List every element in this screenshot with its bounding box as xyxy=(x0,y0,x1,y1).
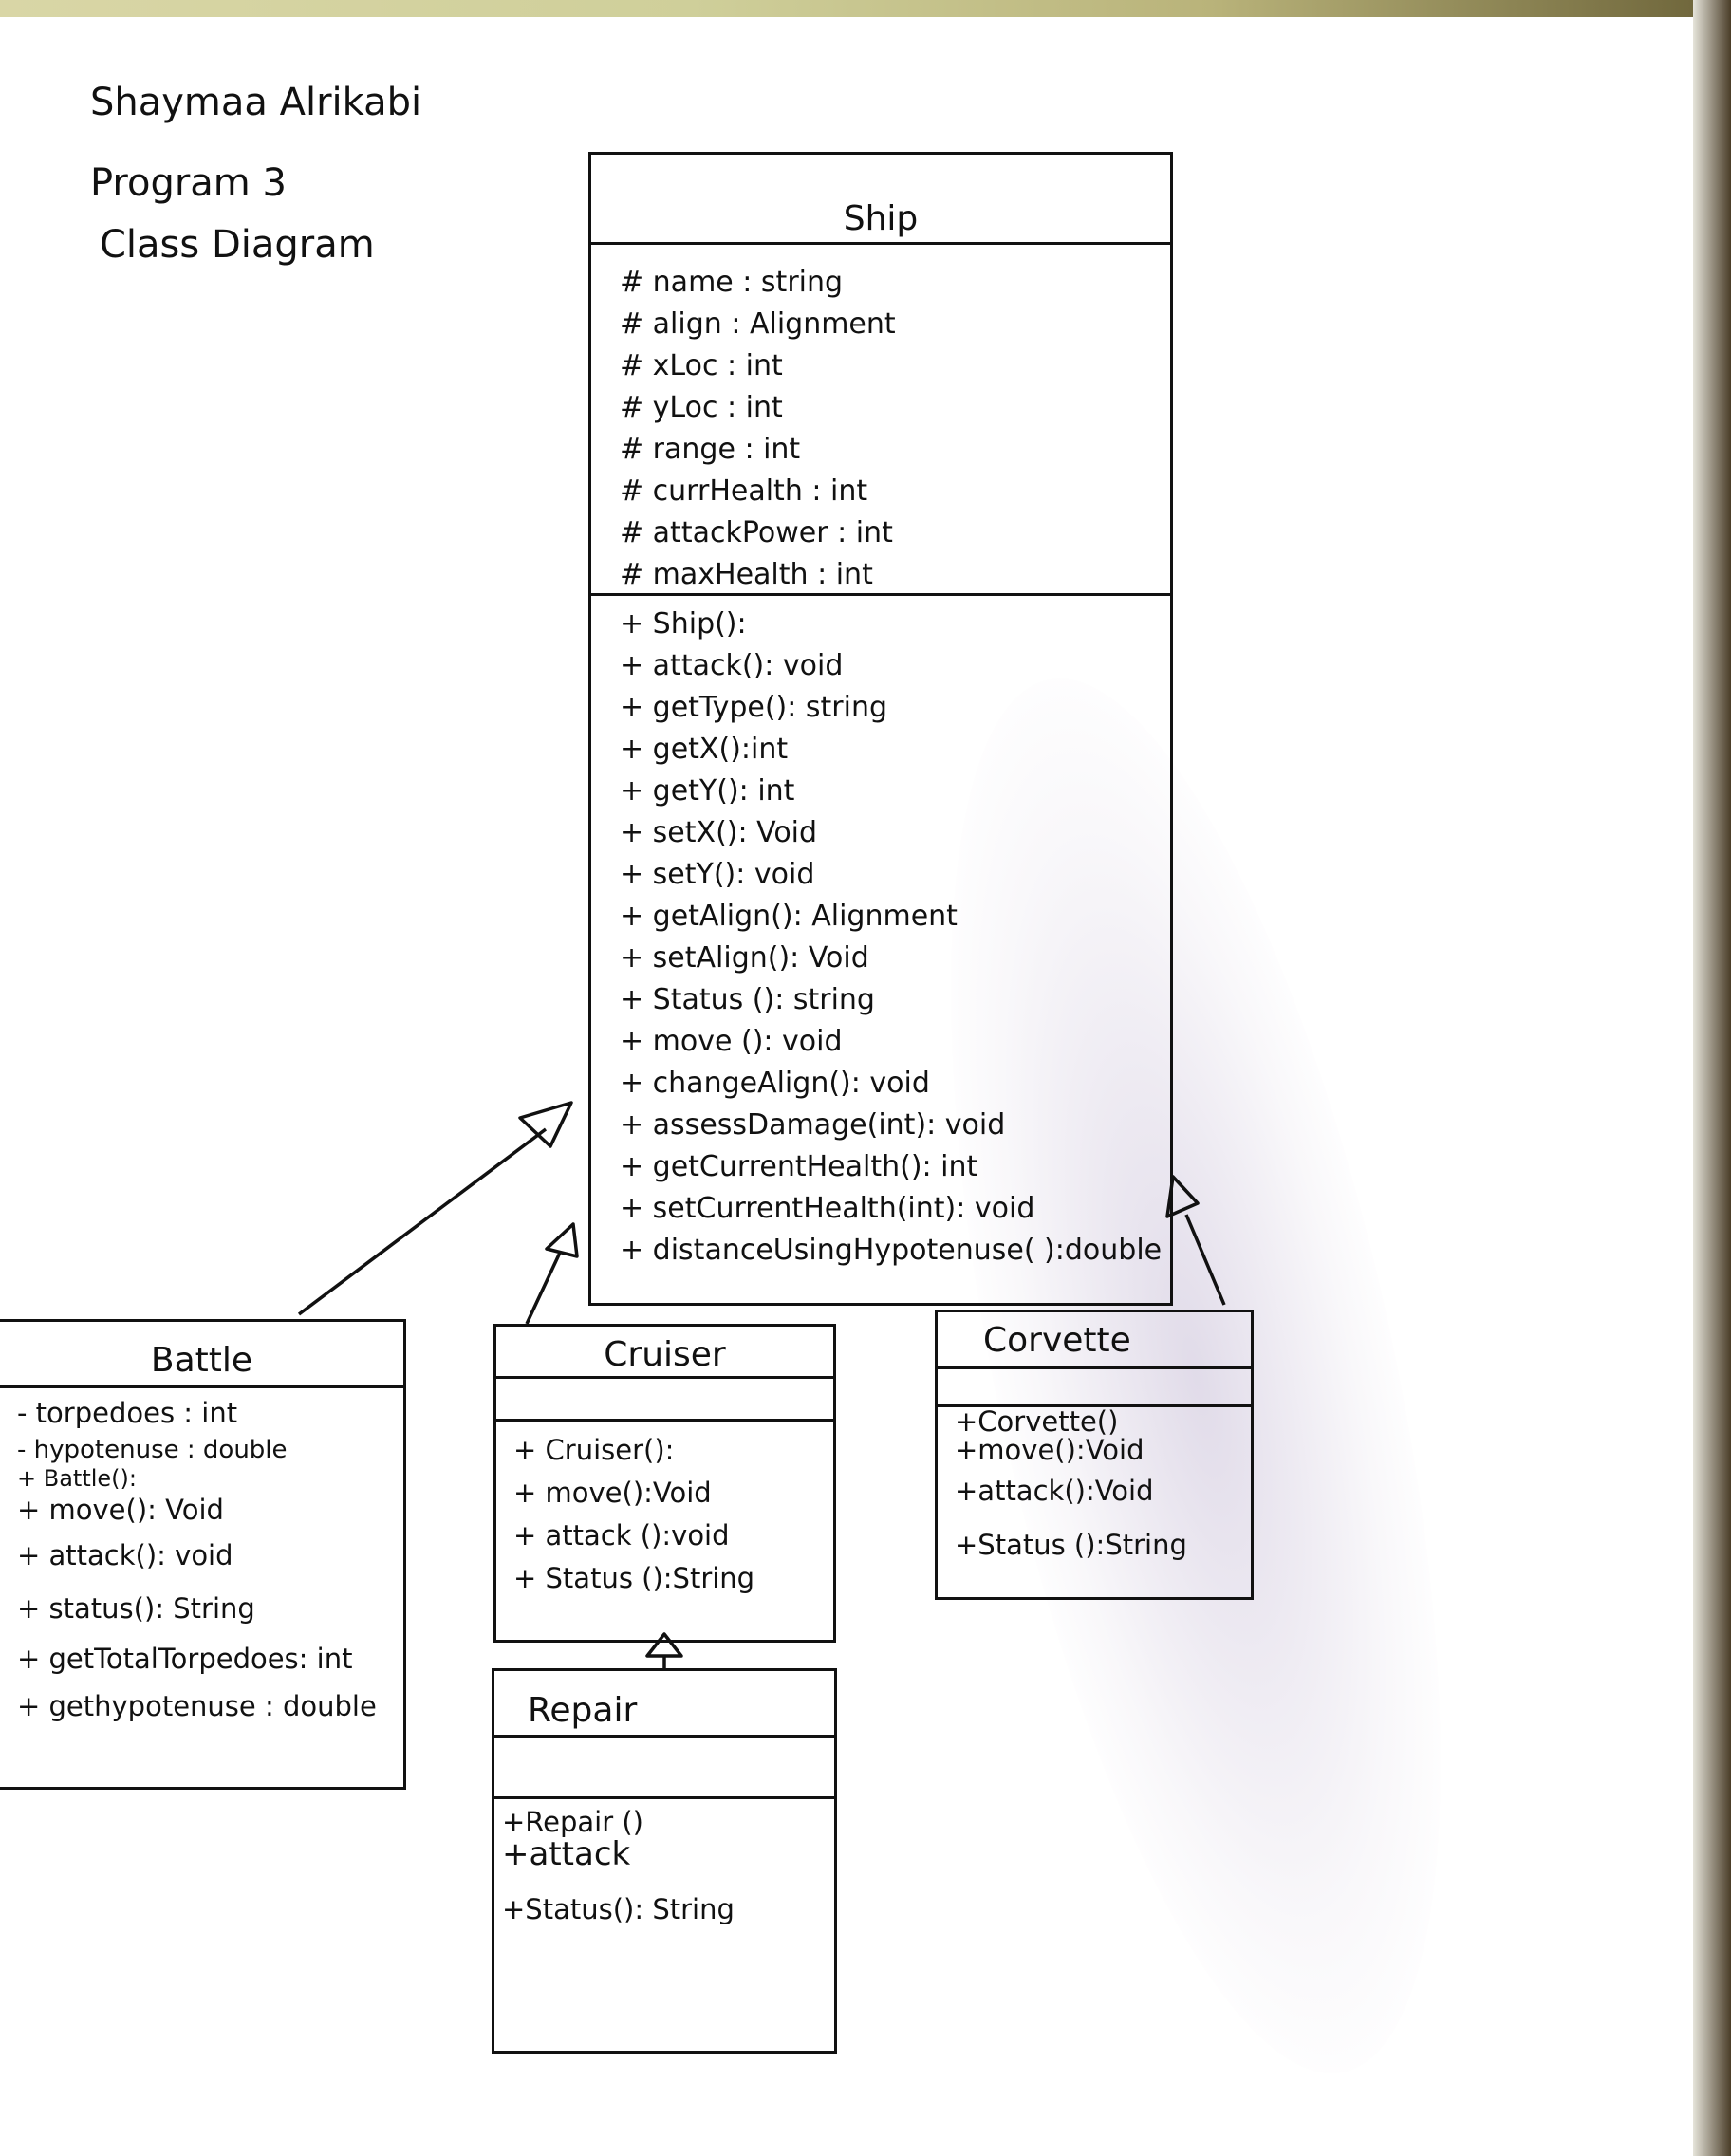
class-ship-name: Ship xyxy=(591,155,1170,245)
ship-attribute: # name : string xyxy=(620,266,844,299)
cruiser-method: + move():Void xyxy=(513,1477,712,1509)
class-repair-attributes xyxy=(494,1738,834,1799)
ship-attribute: # xLoc : int xyxy=(620,349,783,382)
battle-method: + move(): Void xyxy=(17,1494,224,1526)
arrowhead-repair xyxy=(645,1632,683,1658)
diagram-subtitle: Class Diagram xyxy=(100,223,375,267)
ship-method: + Status (): string xyxy=(620,983,875,1016)
repair-method: +Repair () xyxy=(502,1806,643,1838)
arrow-cruiser-to-ship xyxy=(525,1252,562,1325)
corvette-method: +Corvette() xyxy=(955,1405,1119,1438)
corvette-method: +attack():Void xyxy=(955,1475,1154,1507)
ship-method: + getAlign(): Alignment xyxy=(620,900,958,933)
class-battle-name: Battle xyxy=(0,1322,403,1388)
class-repair-name: Repair xyxy=(494,1671,834,1738)
class-cruiser-methods: + Cruiser(): + move():Void + attack ():v… xyxy=(496,1422,833,1600)
paper-edge xyxy=(1693,0,1731,2156)
corvette-method: +move():Void xyxy=(955,1434,1145,1466)
class-ship: Ship # name : string # align : Alignment… xyxy=(588,152,1173,1306)
arrowhead-corvette xyxy=(1165,1175,1200,1218)
battle-method: + gethypotenuse : double xyxy=(17,1690,377,1722)
corvette-method: +Status ():String xyxy=(955,1529,1187,1561)
cruiser-method: + attack ():void xyxy=(513,1519,730,1552)
ship-method: + getY(): int xyxy=(620,774,795,808)
class-ship-methods: + Ship(): + attack(): void + getType(): … xyxy=(591,596,1170,1272)
ship-method: + setCurrentHealth(int): void xyxy=(620,1192,1035,1225)
repair-method: +Status(): String xyxy=(502,1893,735,1925)
ship-method: + move (): void xyxy=(620,1025,843,1058)
cruiser-method: + Status ():String xyxy=(513,1562,755,1594)
class-corvette-methods: +Corvette() +move():Void +attack():Void … xyxy=(938,1407,1251,1574)
class-ship-attributes: # name : string # align : Alignment # xL… xyxy=(591,245,1170,596)
class-corvette: Corvette +Corvette() +move():Void +attac… xyxy=(935,1310,1254,1600)
ship-method: + distanceUsingHypotenuse( ):double xyxy=(620,1234,1163,1267)
ship-method: + getX():int xyxy=(620,733,789,766)
class-battle-attributes: - torpedoes : int - hypotenuse : double xyxy=(0,1388,403,1466)
ship-attribute: # currHealth : int xyxy=(620,474,868,508)
arrow-battle-to-ship xyxy=(297,1127,548,1316)
ship-method: + setY(): void xyxy=(620,858,815,891)
class-battle: Battle - torpedoes : int - hypotenuse : … xyxy=(0,1319,406,1790)
repair-method: +attack xyxy=(502,1835,631,1873)
battle-method: + attack(): void xyxy=(17,1539,233,1571)
program-label: Program 3 xyxy=(90,161,287,205)
battle-method: + getTotalTorpedoes: int xyxy=(17,1643,353,1675)
battle-attribute: - torpedoes : int xyxy=(17,1397,238,1429)
ship-method: + getCurrentHealth(): int xyxy=(620,1150,978,1183)
ship-method: + Ship(): xyxy=(620,607,747,641)
class-corvette-attributes xyxy=(938,1369,1251,1407)
arrowhead-battle xyxy=(518,1101,573,1148)
ship-method: + setX(): Void xyxy=(620,816,818,849)
arrow-corvette-to-ship xyxy=(1184,1214,1226,1306)
battle-attribute: - hypotenuse : double xyxy=(17,1436,288,1464)
ship-method: + changeAlign(): void xyxy=(620,1067,930,1100)
ship-attribute: # attackPower : int xyxy=(620,516,893,549)
battle-method: + Battle(): xyxy=(17,1465,137,1492)
class-corvette-name: Corvette xyxy=(938,1312,1251,1369)
cruiser-method: + Cruiser(): xyxy=(513,1434,675,1466)
class-cruiser-attributes xyxy=(496,1379,833,1422)
ship-method: + attack(): void xyxy=(620,649,844,682)
arrowhead-cruiser xyxy=(545,1222,579,1258)
ship-method: + assessDamage(int): void xyxy=(620,1108,1006,1142)
class-cruiser: Cruiser + Cruiser(): + move():Void + att… xyxy=(493,1324,836,1643)
class-repair: Repair +Repair () +attack +Status(): Str… xyxy=(492,1668,837,2054)
class-battle-methods: + Battle(): + move(): Void + attack(): v… xyxy=(0,1466,403,1730)
class-repair-methods: +Repair () +attack +Status(): String xyxy=(494,1799,834,1947)
battle-method: + status(): String xyxy=(17,1592,255,1625)
ship-attribute: # yLoc : int xyxy=(620,391,783,424)
ship-method: + setAlign(): Void xyxy=(620,941,869,975)
ship-attribute: # align : Alignment xyxy=(620,307,896,341)
ship-method: + getType(): string xyxy=(620,691,888,724)
class-cruiser-name: Cruiser xyxy=(496,1327,833,1379)
author-name: Shaymaa Alrikabi xyxy=(90,81,422,124)
ship-attribute: # maxHealth : int xyxy=(620,558,873,591)
ship-attribute: # range : int xyxy=(620,433,801,466)
